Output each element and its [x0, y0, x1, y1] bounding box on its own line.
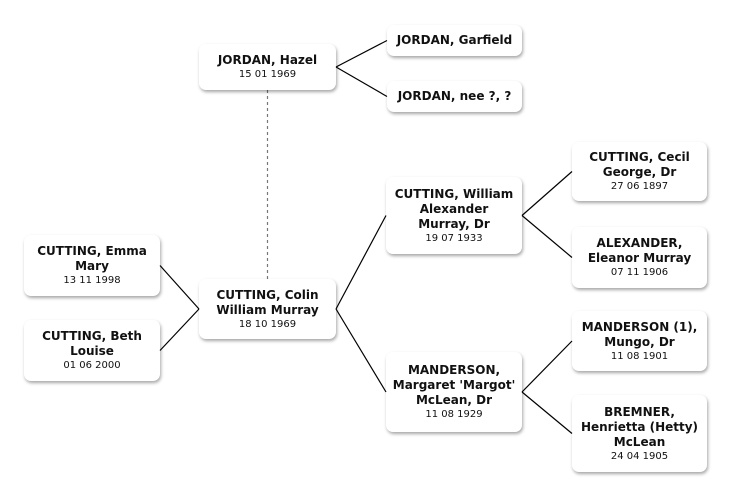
person-name: CUTTING, William Alexander Murray, Dr [394, 186, 514, 231]
parent-link-william-cecil [521, 171, 573, 216]
person-card-william-cutting[interactable]: CUTTING, William Alexander Murray, Dr 19… [386, 177, 522, 254]
parent-link-hazel-nee [335, 66, 388, 98]
parent-link-william-eleanor [521, 215, 573, 258]
parent-link-colin-margaret [335, 308, 387, 393]
person-name: JORDAN, nee ?, ? [397, 89, 512, 103]
person-name: MANDERSON, Margaret 'Margot' McLean, Dr [392, 363, 516, 407]
person-name: JORDAN, Garfield [396, 33, 513, 47]
person-birth-date: 11 08 1929 [425, 409, 483, 420]
person-birth-date: 11 08 1901 [610, 350, 669, 362]
person-card-henrietta-bremner[interactable]: BREMNER, Henrietta (Hetty) McLean 24 04 … [572, 395, 707, 472]
parent-link-margaret-henrietta [521, 391, 573, 434]
person-card-colin-cutting[interactable]: CUTTING, Colin William Murray 18 10 1969 [199, 279, 336, 339]
person-name: JORDAN, Hazel [217, 53, 318, 67]
person-name: ALEXANDER, Eleanor Murray [587, 236, 692, 265]
person-card-hazel-jordan[interactable]: JORDAN, Hazel 15 01 1969 [199, 44, 336, 90]
person-birth-date: 27 06 1897 [610, 181, 669, 192]
person-birth-date: 24 04 1905 [610, 450, 669, 462]
person-name: CUTTING, Emma Mary [37, 244, 147, 273]
parent-link-emma-colin [159, 265, 200, 310]
person-name: CUTTING, Colin William Murray [216, 287, 319, 317]
person-card-eleanor-alexander[interactable]: ALEXANDER, Eleanor Murray 07 11 1906 [572, 227, 707, 288]
person-birth-date: 13 11 1998 [63, 275, 121, 286]
person-birth-date: 01 06 2000 [63, 360, 121, 371]
person-card-mungo-manderson[interactable]: MANDERSON (1), Mungo, Dr 11 08 1901 [572, 311, 707, 371]
person-birth-date: 15 01 1969 [238, 69, 297, 80]
person-birth-date: 18 10 1969 [238, 318, 297, 330]
person-card-beth-cutting[interactable]: CUTTING, Beth Louise 01 06 2000 [24, 320, 160, 381]
parent-link-colin-william [335, 215, 387, 310]
parent-link-margaret-mungo [521, 340, 573, 393]
person-name: CUTTING, Cecil George, Dr [589, 150, 690, 179]
parent-link-hazel-garfield [335, 39, 388, 68]
parent-link-beth-colin [159, 308, 200, 351]
person-name: BREMNER, Henrietta (Hetty) McLean [580, 404, 699, 449]
person-birth-date: 07 11 1906 [610, 267, 669, 278]
person-card-nee-jordan[interactable]: JORDAN, nee ?, ? [387, 81, 522, 112]
person-card-cecil-cutting[interactable]: CUTTING, Cecil George, Dr 27 06 1897 [572, 142, 707, 201]
person-card-margaret-manderson[interactable]: MANDERSON, Margaret 'Margot' McLean, Dr … [386, 352, 522, 432]
person-birth-date: 19 07 1933 [425, 232, 483, 244]
person-name: CUTTING, Beth Louise [42, 329, 142, 358]
person-card-garfield-jordan[interactable]: JORDAN, Garfield [387, 25, 522, 56]
person-card-emma-cutting[interactable]: CUTTING, Emma Mary 13 11 1998 [24, 235, 160, 296]
person-name: MANDERSON (1), Mungo, Dr [581, 319, 698, 349]
